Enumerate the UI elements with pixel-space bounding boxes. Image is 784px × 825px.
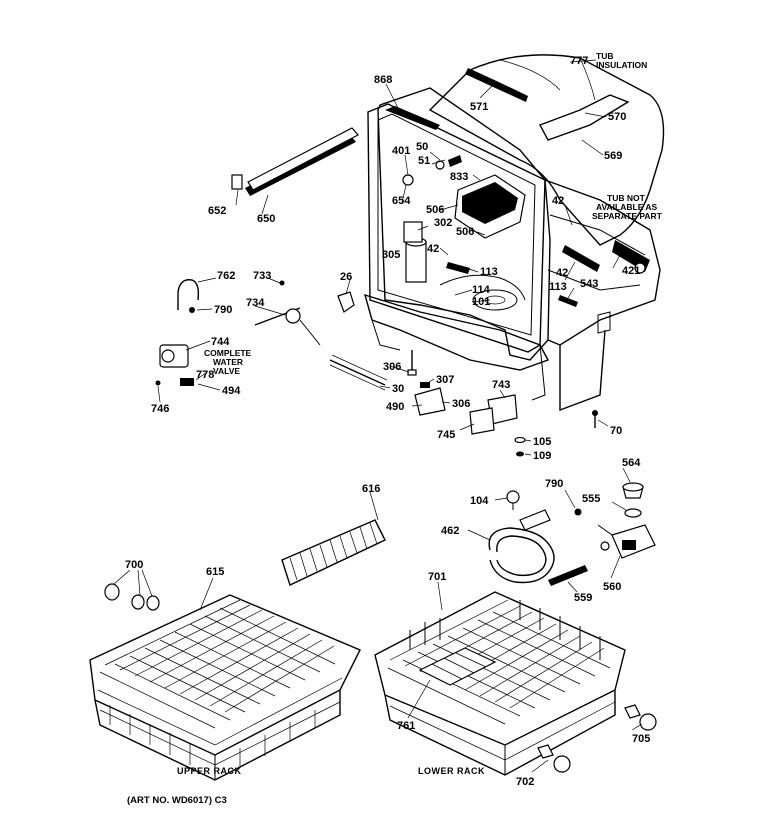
label-746: 746: [151, 403, 169, 415]
left-side-parts: [155, 127, 388, 391]
label-42-top: 42: [552, 195, 564, 207]
label-462: 462: [441, 525, 459, 537]
right-middle-parts: [488, 482, 656, 586]
label-700: 700: [125, 559, 143, 571]
label-506-upper: 506: [426, 204, 444, 216]
caption-upper-rack: UPPER RACK: [177, 766, 242, 776]
label-868: 868: [374, 74, 392, 86]
label-306-lower: 306: [452, 398, 470, 410]
label-113-mid: 113: [480, 266, 498, 278]
caption-art-number: (ART NO. WD6017) C3: [127, 795, 227, 806]
label-101: 101: [472, 296, 490, 308]
label-790-left: 790: [214, 304, 232, 316]
lower-rack: [374, 591, 657, 776]
label-490: 490: [386, 401, 404, 413]
label-tub-insulation-line2: INSULATION: [596, 60, 647, 70]
part-labels: 777 TUB INSULATION 868 571 570 569 401 5…: [125, 51, 663, 788]
label-615: 615: [206, 566, 224, 578]
label-complete-water-valve-line1: COMPLETE: [204, 348, 252, 358]
label-302: 302: [434, 217, 452, 229]
label-571: 571: [470, 101, 488, 113]
label-30: 30: [392, 383, 404, 395]
label-761: 761: [397, 720, 415, 732]
label-114: 114: [472, 284, 491, 296]
label-564: 564: [622, 457, 641, 469]
folding-shelf-616: [281, 519, 386, 586]
label-570: 570: [608, 111, 626, 123]
label-complete-water-valve-line3: VALVE: [213, 366, 240, 376]
label-734: 734: [246, 297, 265, 309]
label-560: 560: [603, 581, 621, 593]
label-705: 705: [632, 733, 650, 745]
label-50: 50: [416, 141, 428, 153]
label-305: 305: [382, 249, 400, 261]
label-790-right: 790: [545, 478, 563, 490]
label-543: 543: [580, 278, 598, 290]
label-569: 569: [604, 150, 622, 162]
label-401: 401: [392, 145, 410, 157]
label-745: 745: [437, 429, 455, 441]
label-494: 494: [222, 385, 241, 397]
label-105: 105: [533, 436, 551, 448]
label-51: 51: [418, 155, 430, 167]
label-70: 70: [610, 425, 622, 437]
label-777: 777: [570, 55, 588, 67]
leader-lines: [113, 59, 643, 773]
tub-assembly: [363, 54, 665, 412]
label-tub-insulation-line1: TUB: [596, 51, 613, 61]
label-307: 307: [436, 374, 454, 386]
label-421: 421: [622, 265, 640, 277]
label-109: 109: [533, 450, 551, 462]
label-744: 744: [211, 336, 230, 348]
label-113-right: 113: [549, 281, 567, 293]
label-306-upper: 306: [383, 361, 401, 373]
label-650: 650: [257, 213, 275, 225]
label-833: 833: [450, 171, 468, 183]
label-complete-water-valve-line2: WATER: [213, 357, 243, 367]
upper-rack: [89, 583, 361, 781]
label-559: 559: [574, 592, 592, 604]
label-506-lower: 506: [456, 226, 474, 238]
label-762: 762: [217, 270, 235, 282]
label-26: 26: [340, 271, 352, 283]
label-104: 104: [470, 495, 489, 507]
label-555: 555: [582, 493, 600, 505]
label-616: 616: [362, 483, 380, 495]
label-701: 701: [428, 571, 446, 583]
label-tub-not-line3: SEPARATE PART: [592, 211, 663, 221]
label-733: 733: [253, 270, 271, 282]
label-654: 654: [392, 195, 411, 207]
label-tub-not-line1: TUB NOT: [607, 193, 646, 203]
label-652: 652: [208, 205, 226, 217]
label-743: 743: [492, 379, 510, 391]
label-42-right: 42: [556, 267, 568, 279]
center-lower-parts: [407, 350, 598, 457]
caption-lower-rack: LOWER RACK: [418, 766, 485, 776]
label-778: 778: [196, 369, 214, 381]
label-702: 702: [516, 776, 534, 788]
label-tub-not-line2: AVAILABLE AS: [596, 202, 658, 212]
label-42-mid: 42: [427, 243, 439, 255]
captions: UPPER RACK LOWER RACK (ART NO. WD6017) C…: [127, 766, 485, 806]
